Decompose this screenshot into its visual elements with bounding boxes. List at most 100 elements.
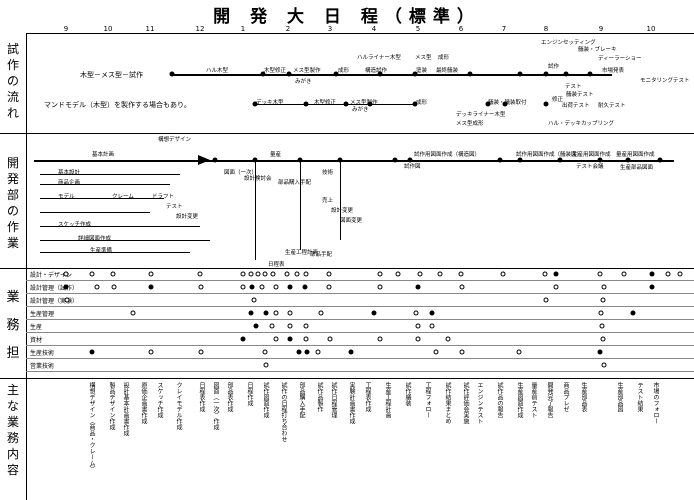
task-row-label: 営業技術 [30,363,55,370]
dept-task-label: 生産部品図面 [620,165,654,171]
task-filled-mark [89,349,95,355]
task-row-label: 設計管理（実験） [30,298,79,305]
task-open-mark [445,336,451,342]
task-filled-mark [348,349,354,355]
dept-milestone [497,157,503,163]
task-open-mark [110,271,116,277]
dept-task-label: 量産用図面作成 [616,152,655,158]
section-duty: 主な業務内容 [0,378,27,500]
dept-branch-line [40,174,180,175]
task-open-mark [326,284,332,290]
dept-milestone [625,157,631,163]
dept-milestone [557,157,563,163]
dept-task-label: モデル [58,194,75,200]
duty-item: 生産工程計画 [384,382,391,418]
dept-vline-2 [300,160,301,250]
section-trial: 試作の流れ [0,33,27,133]
duty-item: 試作図面作成 [262,382,269,418]
trial-step-label: 塗装 [416,68,428,74]
duty-item: 設計基本計画書作成 [122,382,129,436]
duty-item: エンジンテスト [476,382,483,424]
task-open-mark [262,349,268,355]
dept-vline-3 [340,160,341,240]
trial-step-label: ハル・デッキカップリング [548,121,615,127]
trial-milestone [367,101,373,107]
duty-item: 試作結果まとめ [444,382,451,424]
task-filled-mark [630,310,636,316]
task-open-mark [326,271,332,277]
task-open-mark [377,271,383,277]
month-label: 10 [646,25,656,33]
task-filled-mark [263,310,269,316]
duty-item: 生産図面作成 [516,382,523,418]
dept-milestone [337,157,343,163]
dept-milestone [212,157,218,163]
dept-branch-line [40,184,170,185]
dept-branch-line [40,212,150,213]
trial-step-label: エンジンセッティング [541,40,596,46]
task-filled-mark [304,349,310,355]
trial-milestone [543,71,549,77]
task-row-line [26,306,694,307]
task-filled-mark [371,310,377,316]
task-open-mark [437,271,443,277]
trial-step-label: ハル木型 [206,68,229,74]
task-open-mark [89,271,95,277]
dept-task-label: ドラフト [152,194,175,200]
task-row-label: 設計・デザイン [30,272,73,279]
month-label: 6 [458,25,464,33]
dept-task-label: 生産準備 [90,248,113,254]
duty-item: 試作品製作 [316,382,323,412]
task-open-mark [63,271,69,277]
task-open-mark [303,323,309,329]
task-open-mark [273,310,279,316]
dept-task-label: 構想デザイン [158,137,192,143]
trial-line-2 [255,104,415,105]
trial-step-label: デッキライナー木型 [456,112,506,118]
task-open-mark [198,284,204,290]
trial-milestone [252,101,258,107]
task-open-mark [240,284,246,290]
dept-task-label: 試作図 [404,164,421,170]
trial-step-label: メス型 [415,55,432,61]
trial-step-label: 成形 [338,68,350,74]
task-open-mark [284,271,290,277]
section-dept: 開発部の作業 [0,133,27,268]
trial-step-label: 構造試作 [365,68,388,74]
dept-task-label: 詳細図面作成 [78,236,112,242]
dept-converge-arrow [198,155,210,165]
duty-item: 開発完了報告 [546,382,553,418]
dept-task-label: スケッチ作成 [58,222,92,228]
task-open-mark [255,271,261,277]
month-label: 2 [285,25,291,33]
dept-milestone [407,157,413,163]
duty-item: 商品プレゼ [562,382,569,412]
trial-step-label: メス型製作 [350,100,378,106]
dept-task-label: 生産工程計画 [285,250,319,256]
dept-task-label: クレーム [112,194,134,200]
month-label: 5 [415,25,421,33]
task-filled-mark [287,336,293,342]
dept-task-label: 日程表 [268,262,285,268]
task-row-label: 設計管理（試作） [30,285,79,292]
dept-task-label: 図面変更 [340,218,363,224]
trial-milestone [343,101,349,107]
section-divider-3 [0,378,694,379]
task-filled-mark [429,310,435,316]
dept-task-label: 売上 [322,198,334,204]
task-row-line [26,319,694,320]
duty-item: 工程表作成 [364,382,371,412]
trial-step-label: メス型成形 [456,121,484,127]
month-label: 9 [63,25,69,33]
section-trial-label: 試作の流れ [6,42,19,120]
trial-milestone [587,71,593,77]
task-open-mark [395,271,401,277]
trial-step-label: 木型修正 [264,68,287,74]
task-open-mark [148,271,154,277]
month-label: 10 [103,25,113,33]
task-open-mark [601,362,607,368]
month-label: 1 [240,25,246,33]
task-open-mark [273,284,279,290]
dept-task-label: 基本計画 [92,152,115,158]
task-open-mark [262,271,268,277]
